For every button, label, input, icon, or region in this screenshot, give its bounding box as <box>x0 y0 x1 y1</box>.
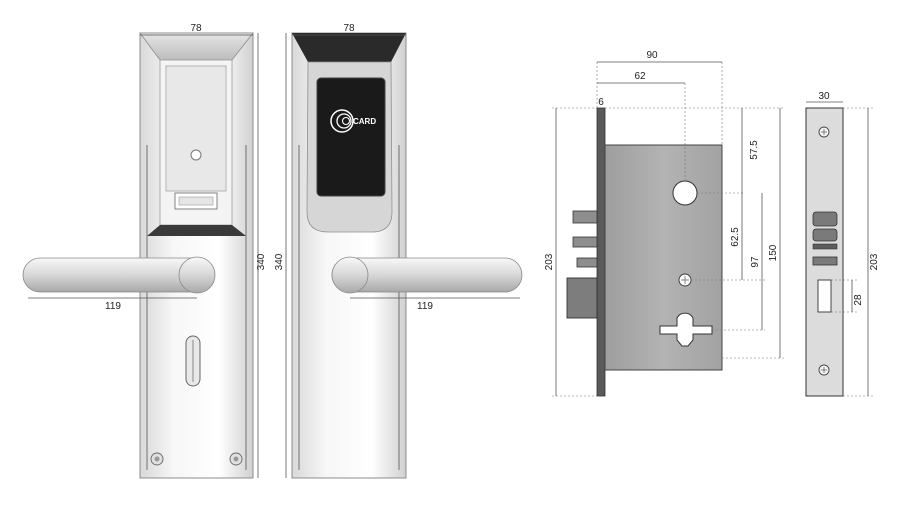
back-view: CARD 78 340 119 <box>274 23 523 479</box>
back-handle-rose <box>331 256 369 294</box>
mortise-follower-hole <box>672 180 698 206</box>
front-handle-rose <box>178 256 216 294</box>
faceplate-latch-label: 28 <box>853 294 864 306</box>
mortise-bolt-mid <box>572 236 598 248</box>
faceplate-latch-top <box>812 211 838 227</box>
back-top-bevel <box>292 33 406 62</box>
front-width-label: 78 <box>190 23 202 34</box>
mortise-bolt-top <box>572 210 598 224</box>
front-handle-label: 119 <box>105 301 121 312</box>
faceplate-latch-small <box>812 256 838 266</box>
faceplate-deadbolt-opening <box>817 279 832 313</box>
mortise-span-label: 150 <box>768 244 779 261</box>
mortise-body <box>604 144 723 371</box>
mortise-lower-label: 97 <box>750 256 761 268</box>
mortise-total-label: 90 <box>646 50 658 61</box>
back-height-label: 340 <box>274 253 285 270</box>
faceplate-latch-low <box>812 243 838 250</box>
card-logo-text: CARD <box>353 117 376 126</box>
mortise-faceplate-edge <box>596 107 606 397</box>
card-logo-ring-mid <box>336 113 352 129</box>
mortise-height-label: 203 <box>544 253 555 270</box>
mortise-backset-label: 62 <box>634 71 646 82</box>
mortise-deadbolt <box>566 277 598 319</box>
mortise-side-view: 90 62 6 203 57.5 62.5 97 150 <box>544 50 785 397</box>
faceplate-height-label: 203 <box>869 253 880 270</box>
mortise-bolt-small <box>576 257 598 268</box>
front-lower-bevel <box>147 225 246 236</box>
faceplate-plate <box>805 107 844 397</box>
mortise-cylinder-cutout <box>659 312 713 347</box>
mortise-spacing-label: 62.5 <box>730 227 741 247</box>
faceplate-latch-mid <box>812 228 838 242</box>
front-screw-left-head <box>154 456 160 462</box>
card-reader-panel <box>316 77 386 197</box>
front-cover-recess <box>165 65 227 192</box>
mortise-top-label: 57.5 <box>749 140 760 160</box>
faceplate-view: 30 203 28 <box>805 91 880 397</box>
card-logo-ring-inner <box>341 116 351 126</box>
mortise-offset-label: 6 <box>598 97 604 108</box>
card-logo-ring-outer <box>330 109 354 133</box>
front-keyhole <box>190 149 202 161</box>
back-width-label: 78 <box>343 23 355 34</box>
front-view: 78 340 119 <box>22 23 267 479</box>
faceplate-width-label: 30 <box>818 91 830 102</box>
front-screw-right-head <box>233 456 239 462</box>
front-height-label: 340 <box>256 253 267 270</box>
back-handle-label: 119 <box>417 301 433 312</box>
front-battery-slot-inner <box>178 196 214 206</box>
